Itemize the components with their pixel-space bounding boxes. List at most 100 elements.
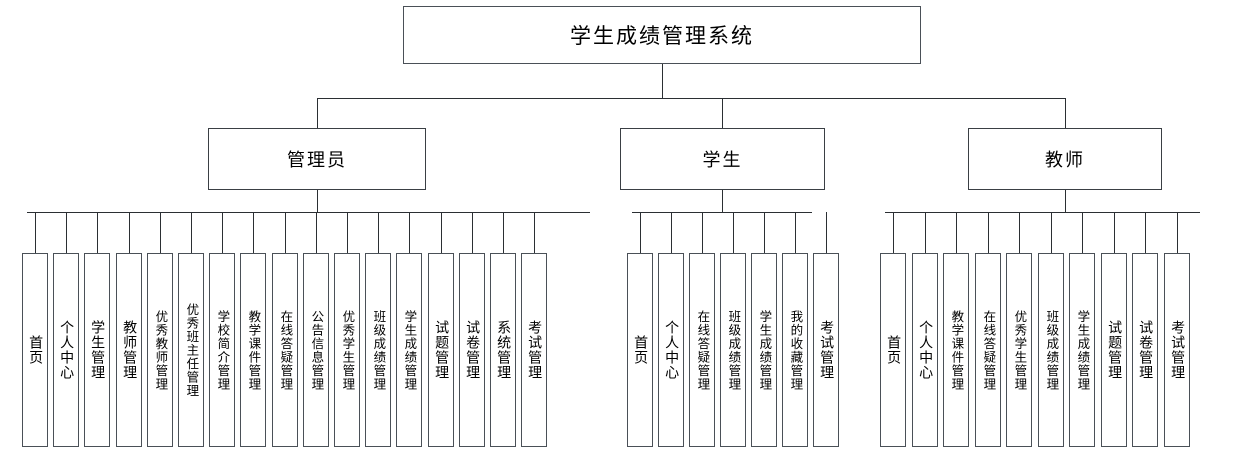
role-node-label: 学生 bbox=[702, 150, 743, 171]
leaf-node: 个人中心 bbox=[912, 253, 938, 447]
connector-leaf-drop bbox=[640, 212, 641, 253]
leaf-node-label: 试题管理 bbox=[1106, 320, 1123, 380]
leaf-node: 在线答疑管理 bbox=[689, 253, 715, 447]
connector-leaf-drop bbox=[472, 212, 473, 253]
connector-leaf-drop bbox=[253, 212, 254, 253]
leaf-node: 班级成绩管理 bbox=[365, 253, 391, 447]
leaf-node-label: 公告信息管理 bbox=[309, 309, 325, 391]
role-node-admin: 管理员 bbox=[208, 128, 426, 190]
connector-leaf-drop bbox=[1082, 212, 1083, 253]
connector-leaf-drop bbox=[1177, 212, 1178, 253]
leaf-node: 试题管理 bbox=[1101, 253, 1127, 447]
leaf-node: 试卷管理 bbox=[1132, 253, 1158, 447]
connector-leaf-drop bbox=[1145, 212, 1146, 253]
leaf-node: 个人中心 bbox=[658, 253, 684, 447]
connector-leaf-drop bbox=[534, 212, 535, 253]
leaf-node: 教师管理 bbox=[116, 253, 142, 447]
leaf-node-label: 考试管理 bbox=[1169, 320, 1186, 380]
leaf-node: 系统管理 bbox=[490, 253, 516, 447]
leaf-node-label: 优秀班主任管理 bbox=[184, 302, 200, 398]
connector-leaf-drop bbox=[316, 212, 317, 253]
leaf-node: 学生成绩管理 bbox=[1069, 253, 1095, 447]
leaf-node: 考试管理 bbox=[521, 253, 547, 447]
connector-leaf-drop bbox=[378, 212, 379, 253]
connector-leaf-drop bbox=[702, 212, 703, 253]
connector-leaf-drop bbox=[956, 212, 957, 253]
connector-leaf-drop bbox=[160, 212, 161, 253]
leaf-node-label: 学生成绩管理 bbox=[1075, 309, 1091, 391]
leaf-node: 在线答疑管理 bbox=[975, 253, 1001, 447]
leaf-node-label: 优秀学生管理 bbox=[1012, 309, 1028, 391]
connector-leaf-drop bbox=[503, 212, 504, 253]
leaf-node-label: 首页 bbox=[27, 335, 44, 365]
leaf-node-label: 教学课件管理 bbox=[949, 309, 965, 391]
connector-role-drop-0 bbox=[317, 98, 318, 128]
leaf-node-label: 系统管理 bbox=[495, 320, 512, 380]
leaf-node: 试卷管理 bbox=[459, 253, 485, 447]
connector-leaf-drop bbox=[733, 212, 734, 253]
connector-role-drop-1 bbox=[722, 98, 723, 128]
connector-admin-drop bbox=[317, 190, 318, 212]
leaf-node: 试题管理 bbox=[428, 253, 454, 447]
leaf-node: 教学课件管理 bbox=[943, 253, 969, 447]
connector-teacher-drop bbox=[1065, 190, 1066, 212]
leaf-node: 学生管理 bbox=[84, 253, 110, 447]
leaf-node-label: 个人中心 bbox=[663, 320, 680, 380]
leaf-node: 优秀教师管理 bbox=[147, 253, 173, 447]
leaf-node-label: 优秀学生管理 bbox=[340, 309, 356, 391]
leaf-node-label: 学生成绩管理 bbox=[402, 309, 418, 391]
leaf-node-label: 学生管理 bbox=[89, 320, 106, 380]
connector-leaf-drop bbox=[66, 212, 67, 253]
leaf-node: 班级成绩管理 bbox=[1038, 253, 1064, 447]
connector-teacher-bus bbox=[885, 212, 1200, 213]
connector-leaf-drop bbox=[191, 212, 192, 253]
connector-leaf-drop bbox=[795, 212, 796, 253]
role-node-label: 教师 bbox=[1045, 150, 1085, 171]
leaf-node-label: 我的收藏管理 bbox=[788, 309, 804, 391]
connector-leaf-drop bbox=[671, 212, 672, 253]
leaf-node: 学生成绩管理 bbox=[396, 253, 422, 447]
connector-leaf-drop bbox=[441, 212, 442, 253]
leaf-node: 班级成绩管理 bbox=[720, 253, 746, 447]
role-node-teacher: 教师 bbox=[968, 128, 1162, 190]
connector-leaf-drop bbox=[409, 212, 410, 253]
leaf-node: 学生成绩管理 bbox=[751, 253, 777, 447]
connector-leaf-drop bbox=[285, 212, 286, 253]
connector-leaf-drop bbox=[129, 212, 130, 253]
leaf-node-label: 考试管理 bbox=[818, 320, 835, 380]
connector-admin-bus bbox=[27, 212, 590, 213]
leaf-node-label: 在线答疑管理 bbox=[695, 309, 711, 391]
leaf-node: 首页 bbox=[22, 253, 48, 447]
leaf-node: 我的收藏管理 bbox=[782, 253, 808, 447]
leaf-node: 个人中心 bbox=[53, 253, 79, 447]
leaf-node-label: 个人中心 bbox=[58, 320, 75, 380]
root-node-label: 学生成绩管理系统 bbox=[570, 24, 754, 48]
connector-leaf-drop bbox=[1019, 212, 1020, 253]
connector-leaf-drop bbox=[826, 212, 827, 253]
leaf-node-label: 班级成绩管理 bbox=[371, 309, 387, 391]
leaf-node-label: 首页 bbox=[885, 335, 902, 365]
connector-leaf-drop bbox=[893, 212, 894, 253]
connector-leaf-drop bbox=[925, 212, 926, 253]
leaf-node-label: 学校简介管理 bbox=[215, 309, 231, 391]
leaf-node: 在线答疑管理 bbox=[272, 253, 298, 447]
connector-leaf-drop bbox=[1114, 212, 1115, 253]
leaf-node: 考试管理 bbox=[813, 253, 839, 447]
leaf-node-label: 教师管理 bbox=[121, 320, 138, 380]
leaf-node: 公告信息管理 bbox=[303, 253, 329, 447]
leaf-node: 考试管理 bbox=[1164, 253, 1190, 447]
leaf-node-label: 教学课件管理 bbox=[246, 309, 262, 391]
leaf-node-label: 试题管理 bbox=[433, 320, 450, 380]
leaf-node: 首页 bbox=[627, 253, 653, 447]
role-node-label: 管理员 bbox=[287, 150, 347, 171]
connector-leaf-drop bbox=[764, 212, 765, 253]
connector-leaf-drop bbox=[35, 212, 36, 253]
connector-leaf-drop bbox=[222, 212, 223, 253]
leaf-node-label: 班级成绩管理 bbox=[726, 309, 742, 391]
role-node-student: 学生 bbox=[620, 128, 825, 190]
leaf-node-label: 班级成绩管理 bbox=[1044, 309, 1060, 391]
connector-root-drop bbox=[662, 64, 663, 98]
connector-student-drop bbox=[722, 190, 723, 212]
leaf-node-label: 试卷管理 bbox=[464, 320, 481, 380]
